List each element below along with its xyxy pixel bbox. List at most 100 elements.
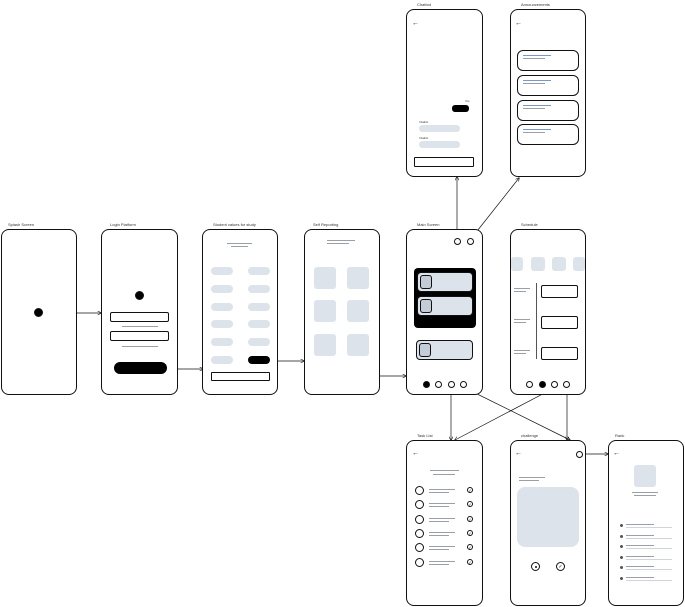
bottom-nav-home-icon[interactable] — [423, 381, 430, 388]
value-chip[interactable] — [248, 285, 270, 293]
announcement-card[interactable] — [517, 75, 579, 96]
mood-tile[interactable] — [347, 300, 369, 322]
rank-entry-line — [626, 566, 654, 567]
back-arrow-icon[interactable]: ← — [613, 450, 620, 457]
day-tile[interactable] — [573, 257, 585, 271]
back-arrow-icon[interactable]: ← — [412, 20, 419, 27]
chatbot-nav-icon[interactable] — [454, 238, 461, 245]
schedule-screen — [510, 229, 586, 395]
featured-card-thumb — [420, 275, 432, 289]
bot-message-bubble — [419, 141, 460, 148]
bottom-nav-challenge-icon[interactable] — [460, 381, 467, 388]
value-chip[interactable] — [248, 267, 270, 275]
task-done-check-icon[interactable]: ✓ — [467, 559, 473, 565]
login-hint-line — [122, 326, 158, 327]
value-chip[interactable] — [211, 267, 233, 275]
task-checkbox[interactable] — [415, 558, 424, 567]
value-chip[interactable] — [211, 338, 233, 346]
value-chip[interactable] — [211, 285, 233, 293]
value-chip[interactable] — [211, 356, 233, 364]
mood-tile[interactable] — [314, 334, 336, 356]
announcements-title: Announcements — [521, 2, 550, 7]
bottom-nav-tasks-icon[interactable] — [448, 381, 455, 388]
day-tile[interactable] — [552, 257, 566, 271]
main-title: Main Screen — [417, 222, 440, 227]
rank-bullet — [620, 556, 623, 559]
challenge-accept-check-icon[interactable]: ✓ — [556, 562, 565, 571]
rank-title: Rank — [615, 433, 625, 438]
rank-entry-divider — [626, 548, 672, 549]
task-text-line — [429, 535, 449, 536]
task-done-check-icon[interactable]: ✓ — [467, 516, 473, 522]
time-label-line — [514, 288, 530, 289]
task-done-check-icon[interactable]: ✓ — [467, 487, 473, 493]
bottom-nav-schedule-icon[interactable] — [539, 381, 546, 388]
rank-nav-icon[interactable] — [576, 451, 583, 458]
announcement-card[interactable] — [517, 124, 579, 145]
login-button[interactable] — [114, 362, 167, 374]
announcements-nav-icon[interactable] — [467, 238, 474, 245]
mood-tile[interactable] — [314, 300, 336, 322]
task-text-line — [429, 489, 455, 490]
task-checkbox[interactable] — [415, 529, 424, 538]
value-chip-selected[interactable] — [248, 356, 270, 364]
challenge-image — [517, 487, 579, 547]
user-message-bubble — [452, 105, 469, 112]
task-checkbox[interactable] — [415, 486, 424, 495]
login-hint-line-2 — [122, 346, 158, 347]
value-chip[interactable] — [248, 303, 270, 311]
student-values-screen — [202, 229, 278, 395]
challenge-heading-line-2 — [519, 480, 539, 481]
task-checkbox[interactable] — [415, 543, 424, 552]
day-tile[interactable] — [531, 257, 545, 271]
announcement-body-line — [523, 108, 545, 109]
time-label-line — [514, 319, 530, 320]
chat-message-input[interactable] — [414, 157, 474, 167]
mood-tile[interactable] — [347, 334, 369, 356]
task-text-line — [429, 546, 455, 547]
back-arrow-icon[interactable]: ← — [515, 20, 522, 27]
rank-bullet — [620, 577, 623, 580]
value-chip[interactable] — [211, 320, 233, 328]
bottom-nav-tasks-icon[interactable] — [551, 381, 558, 388]
task-checkbox[interactable] — [415, 515, 424, 524]
challenge-title: challenge — [521, 433, 539, 438]
rank-entry-line — [626, 524, 654, 525]
bottom-nav-schedule-icon[interactable] — [435, 381, 442, 388]
day-tile[interactable] — [511, 257, 523, 271]
mood-tile[interactable] — [314, 267, 336, 289]
task-done-check-icon[interactable]: ✓ — [467, 530, 473, 536]
value-chip[interactable] — [248, 338, 270, 346]
task-text-line — [429, 521, 449, 522]
schedule-event[interactable] — [541, 347, 578, 360]
value-chip[interactable] — [211, 303, 233, 311]
task-done-check-icon[interactable]: ✓ — [467, 544, 473, 550]
value-chip[interactable] — [248, 320, 270, 328]
task-checkbox[interactable] — [415, 500, 424, 509]
student-values-continue-field[interactable] — [211, 372, 270, 381]
schedule-event[interactable] — [541, 285, 578, 298]
rank-bullet — [620, 545, 623, 548]
schedule-title: Schedule — [521, 222, 538, 227]
back-arrow-icon[interactable]: ← — [515, 450, 522, 457]
username-field[interactable] — [110, 312, 169, 322]
announcement-card[interactable] — [517, 100, 579, 121]
student-values-heading-line — [227, 243, 252, 244]
main-card-thumb — [419, 343, 431, 357]
splash-logo-dot — [34, 308, 43, 317]
announcement-card[interactable] — [517, 50, 579, 71]
challenge-heading-line — [519, 477, 545, 478]
bottom-nav-home-icon[interactable] — [526, 381, 533, 388]
bottom-nav-challenge-icon[interactable] — [563, 381, 570, 388]
announcement-body-line — [523, 132, 545, 133]
password-field[interactable] — [110, 331, 169, 341]
mood-tile[interactable] — [347, 267, 369, 289]
rank-bullet — [620, 535, 623, 538]
task-text-line — [429, 561, 455, 562]
time-label-line — [514, 350, 530, 351]
bot-message-bubble — [419, 125, 460, 132]
schedule-event[interactable] — [541, 316, 578, 329]
back-arrow-icon[interactable]: ← — [412, 450, 419, 457]
task-done-check-icon[interactable]: ✓ — [467, 501, 473, 507]
